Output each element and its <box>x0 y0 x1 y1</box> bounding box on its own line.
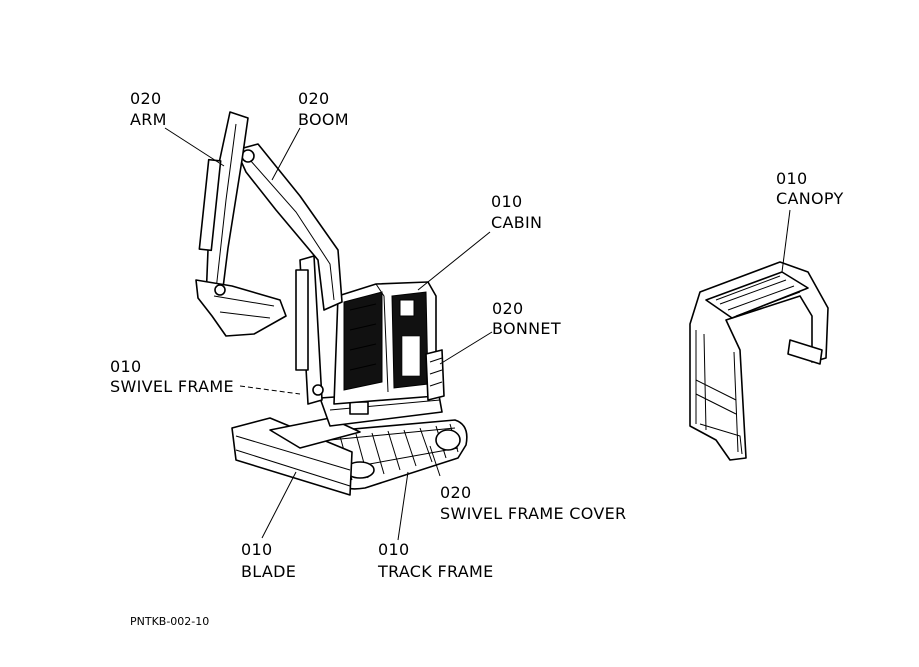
bonnet-number: 020 <box>492 299 523 318</box>
part-labels: 020 ARM 020 BOOM 010 CABIN 010 CANOPY 02… <box>110 89 844 628</box>
swivel-frame-cover-leader <box>429 445 441 477</box>
canopy-drawing <box>689 261 829 461</box>
track-frame-leader <box>397 471 409 541</box>
boom-number: 020 <box>298 89 329 108</box>
blade-number: 010 <box>241 540 272 559</box>
bonnet-name: BONNET <box>492 319 561 338</box>
boom-drawing <box>235 143 343 405</box>
excavator-illustration <box>195 111 468 496</box>
cabin-drawing <box>333 281 437 405</box>
track-frame-number: 010 <box>378 540 409 559</box>
track-frame-name: TRACK FRAME <box>377 562 494 581</box>
arm-leader <box>164 127 225 167</box>
swivel-frame-number: 010 <box>110 357 141 376</box>
blade-drawing <box>231 417 361 496</box>
boom-name: BOOM <box>298 110 349 129</box>
swivel-frame-cover-name: SWIVEL FRAME COVER <box>440 504 626 523</box>
canopy-leader <box>781 209 791 273</box>
bonnet-drawing <box>425 349 445 401</box>
boom-leader <box>271 127 301 181</box>
leader-lines <box>164 127 791 541</box>
cabin-number: 010 <box>491 192 522 211</box>
figure-code: PNTKB-002-10 <box>130 615 209 628</box>
arm-name: ARM <box>130 110 167 129</box>
swivel-frame-name: SWIVEL FRAME <box>110 377 234 396</box>
bonnet-leader <box>439 331 493 365</box>
swivel-frame-cover-number: 020 <box>440 483 471 502</box>
arm-drawing <box>195 111 287 337</box>
cabin-leader <box>417 231 491 291</box>
canopy-number: 010 <box>776 169 807 188</box>
canopy-name: CANOPY <box>776 189 844 208</box>
cabin-name: CABIN <box>491 213 542 232</box>
arm-number: 020 <box>130 89 161 108</box>
swivel-frame-leader <box>239 385 301 395</box>
blade-leader <box>261 471 297 539</box>
blade-name: BLADE <box>241 562 296 581</box>
